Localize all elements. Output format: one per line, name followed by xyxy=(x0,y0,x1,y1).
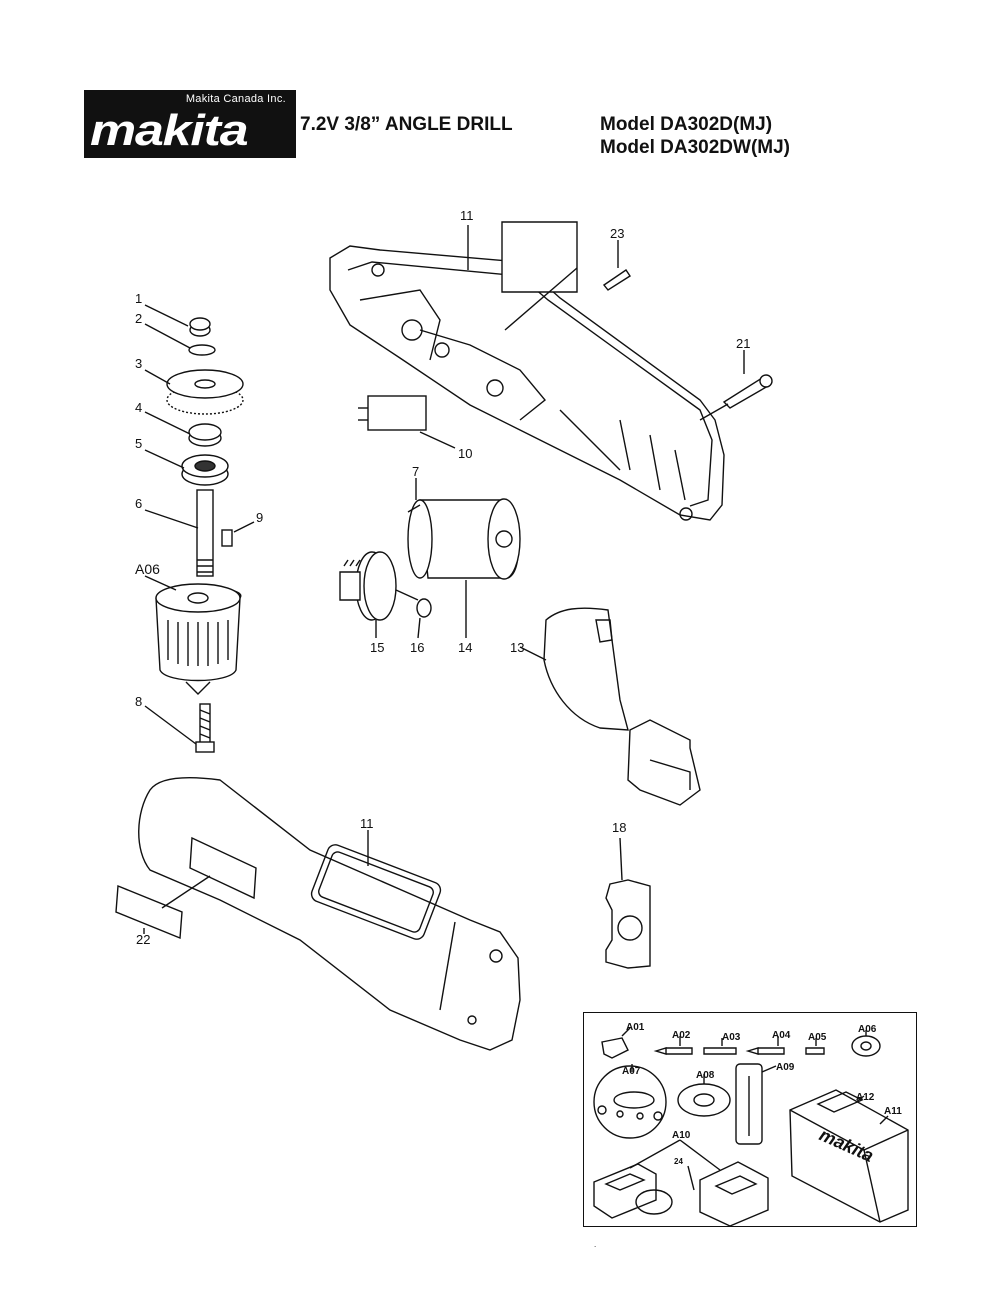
product-title: 7.2V 3/8” ANGLE DRILL xyxy=(300,114,513,135)
key-9 xyxy=(221,521,255,547)
gear-assembly-15 xyxy=(339,551,419,638)
part-label-10: 10 xyxy=(458,446,472,461)
acc-label-24: 24 xyxy=(674,1157,683,1166)
keyless-chuck-A06 xyxy=(144,575,242,695)
ball-bearing-5 xyxy=(144,449,229,486)
acc-label-A11: A11 xyxy=(884,1106,902,1117)
part-label-16: 16 xyxy=(410,640,424,655)
screw-21 xyxy=(699,350,773,421)
acc-label-A09: A09 xyxy=(776,1062,795,1073)
part-label-2: 2 xyxy=(135,311,142,326)
acc-label-A10: A10 xyxy=(672,1130,691,1141)
part-label-21: 21 xyxy=(736,336,750,351)
housing-half-lower xyxy=(138,777,521,1051)
part-label-15: 15 xyxy=(370,640,384,655)
part-labels: 1 2 3 4 5 6 9 A06 8 11 23 21 10 7 15 16 … xyxy=(135,208,750,947)
brand-wordmark: makita xyxy=(90,106,249,155)
bracket-18 xyxy=(605,837,651,969)
screw-8 xyxy=(144,703,215,753)
acc-label-A05: A05 xyxy=(808,1032,827,1043)
acc-label-A08: A08 xyxy=(696,1070,715,1081)
housing-half-upper xyxy=(329,245,725,521)
accessories-box xyxy=(583,1012,917,1227)
part-label-3: 3 xyxy=(135,356,142,371)
part-label-6: 6 xyxy=(135,496,142,511)
part-label-9: 9 xyxy=(256,510,263,525)
acc-label-A12: A12 xyxy=(856,1092,875,1103)
retaining-ring-2 xyxy=(144,323,216,356)
label-plate-22 xyxy=(115,836,257,940)
part-label-8: 8 xyxy=(135,694,142,709)
part-label-13: 13 xyxy=(510,640,524,655)
washer-1 xyxy=(144,304,211,337)
part-label-1: 1 xyxy=(135,291,142,306)
acc-label-A07: A07 xyxy=(622,1066,641,1077)
part-label-11-upper: 11 xyxy=(460,208,474,223)
spindle-6 xyxy=(144,489,214,577)
battery-holder-13 xyxy=(519,607,701,806)
gear-3 xyxy=(144,369,244,415)
makita-logo: Makita Canada Inc. makita xyxy=(84,90,296,158)
part-label-18: 18 xyxy=(612,820,626,835)
acc-label-A02: A02 xyxy=(672,1030,691,1041)
model-line-2: Model DA302DW(MJ) xyxy=(600,137,791,158)
label-plate xyxy=(501,221,578,293)
company-name: Makita Canada Inc. xyxy=(185,93,286,105)
acc-label-A04: A04 xyxy=(772,1030,791,1041)
bearing-4 xyxy=(144,411,222,447)
switch-10 xyxy=(358,395,456,449)
acc-label-A03: A03 xyxy=(722,1032,741,1043)
acc-label-A01: A01 xyxy=(626,1022,645,1033)
washer-16 xyxy=(416,598,432,639)
part-label-7: 7 xyxy=(412,464,419,479)
footer-mark: . xyxy=(594,1240,597,1249)
acc-label-A06: A06 xyxy=(858,1024,877,1035)
part-label-5: 5 xyxy=(135,436,142,451)
model-line-1: Model DA302D(MJ) xyxy=(600,114,773,135)
part-label-4: 4 xyxy=(135,400,142,415)
motor-14 xyxy=(407,498,521,638)
part-label-14: 14 xyxy=(458,640,472,655)
screw-23 xyxy=(602,240,631,291)
accessory-items xyxy=(593,1027,909,1227)
part-label-11-lower: 11 xyxy=(360,816,374,831)
part-label-23: 23 xyxy=(610,226,624,241)
part-label-A06: A06 xyxy=(135,561,160,577)
part-label-22: 22 xyxy=(136,932,150,947)
